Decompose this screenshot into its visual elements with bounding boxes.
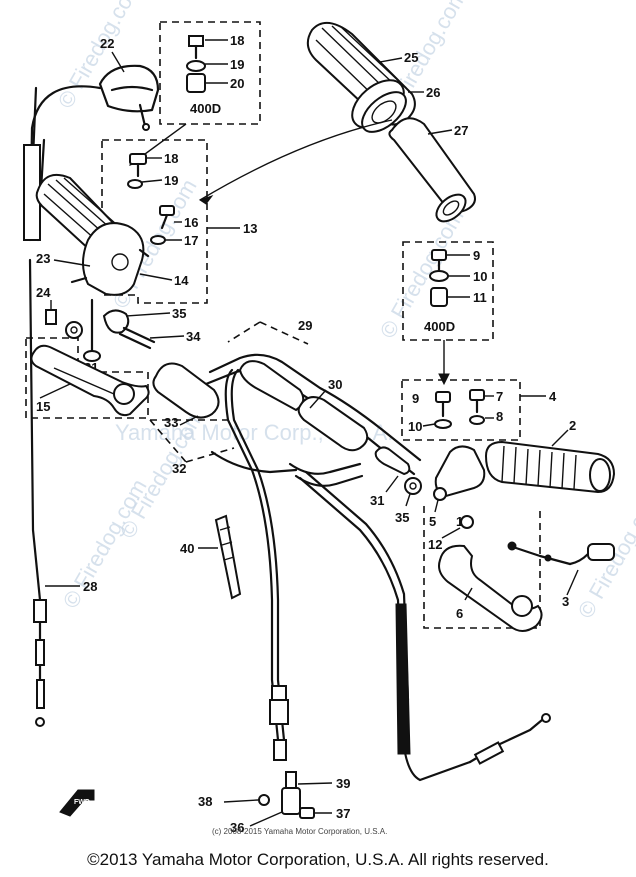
part-26-collar [351, 79, 407, 133]
callout-29: 29 [298, 318, 312, 333]
part-33-pad [152, 362, 220, 419]
throttle-body [70, 222, 150, 296]
callout-18a: 18 [230, 33, 244, 48]
inner-copyright: (c) 2008-2015 Yamaha Motor Corporation, … [212, 827, 387, 836]
callout-30: 30 [328, 377, 342, 392]
callout-36: 36 [230, 820, 244, 835]
callout-40: 40 [180, 541, 194, 556]
callout-35b: 35 [395, 510, 409, 525]
callout-35a: 35 [172, 306, 186, 321]
callout-22: 22 [100, 36, 114, 51]
callout-2: 2 [569, 418, 576, 433]
variant-label-right: 400D [424, 319, 455, 334]
fwd-label: FWD [74, 799, 90, 806]
callout-33: 33 [164, 415, 178, 430]
variant-box-4 [401, 379, 546, 441]
part-3-stop-switch [507, 541, 615, 566]
callout-32: 32 [172, 461, 186, 476]
variant-box-29 [227, 321, 369, 452]
callout-14: 14 [174, 273, 189, 288]
callout-16: 16 [184, 215, 198, 230]
callout-27: 27 [454, 123, 468, 138]
callout-39: 39 [336, 776, 350, 791]
callout-5: 5 [429, 514, 436, 529]
callout-9a: 9 [473, 248, 480, 263]
callout-8: 8 [496, 409, 503, 424]
part-40-strap [214, 514, 242, 600]
callout-24: 24 [36, 285, 51, 300]
variant-box-13 [101, 139, 240, 304]
part-27-throttle-tube [388, 117, 476, 223]
callout-18b: 18 [164, 151, 178, 166]
callout-25: 25 [404, 50, 418, 65]
variant-box-top [159, 21, 261, 125]
callout-10a: 10 [473, 269, 487, 284]
variant-label-top: 400D [190, 101, 221, 116]
fwd-arrow-icon: FWD [59, 789, 95, 817]
callout-23: 23 [36, 251, 50, 266]
callout-3: 3 [562, 594, 569, 609]
callout-15: 15 [36, 399, 50, 414]
callout-20a: 20 [230, 76, 244, 91]
callout-7: 7 [496, 389, 503, 404]
brake-cable-center [298, 470, 551, 782]
callout-34: 34 [186, 329, 201, 344]
variant-box-right [402, 241, 494, 341]
part-1-lever-bracket [433, 445, 486, 529]
callout-9b: 9 [412, 391, 419, 406]
callout-37: 37 [336, 806, 350, 821]
callout-12: 12 [428, 537, 442, 552]
callout-1: 1 [456, 514, 463, 529]
footer-copyright: ©2013 Yamaha Motor Corporation, U.S.A. A… [87, 850, 549, 869]
callout-38: 38 [198, 794, 212, 809]
callout-11: 11 [473, 290, 487, 305]
part-15-clutch-lever [30, 344, 150, 417]
callout-4: 4 [549, 389, 557, 404]
part-36-adjuster [258, 771, 315, 819]
callout-28: 28 [83, 579, 97, 594]
variant-box-15 [25, 337, 149, 419]
callout-31: 31 [370, 493, 384, 508]
watermark-firedog-1: © Firedog.com [53, 0, 147, 113]
part-2-right-grip [484, 440, 616, 494]
part-6-brake-lever [438, 544, 543, 632]
part-22-throttle-housing [98, 64, 160, 131]
callout-19b: 19 [164, 173, 178, 188]
callout-19a: 19 [230, 57, 244, 72]
callout-26: 26 [426, 85, 440, 100]
callout-17: 17 [184, 233, 198, 248]
callout-13: 13 [243, 221, 257, 236]
callout-10b: 10 [408, 419, 422, 434]
callout-6: 6 [456, 606, 463, 621]
throttle-cable-center [224, 368, 289, 761]
